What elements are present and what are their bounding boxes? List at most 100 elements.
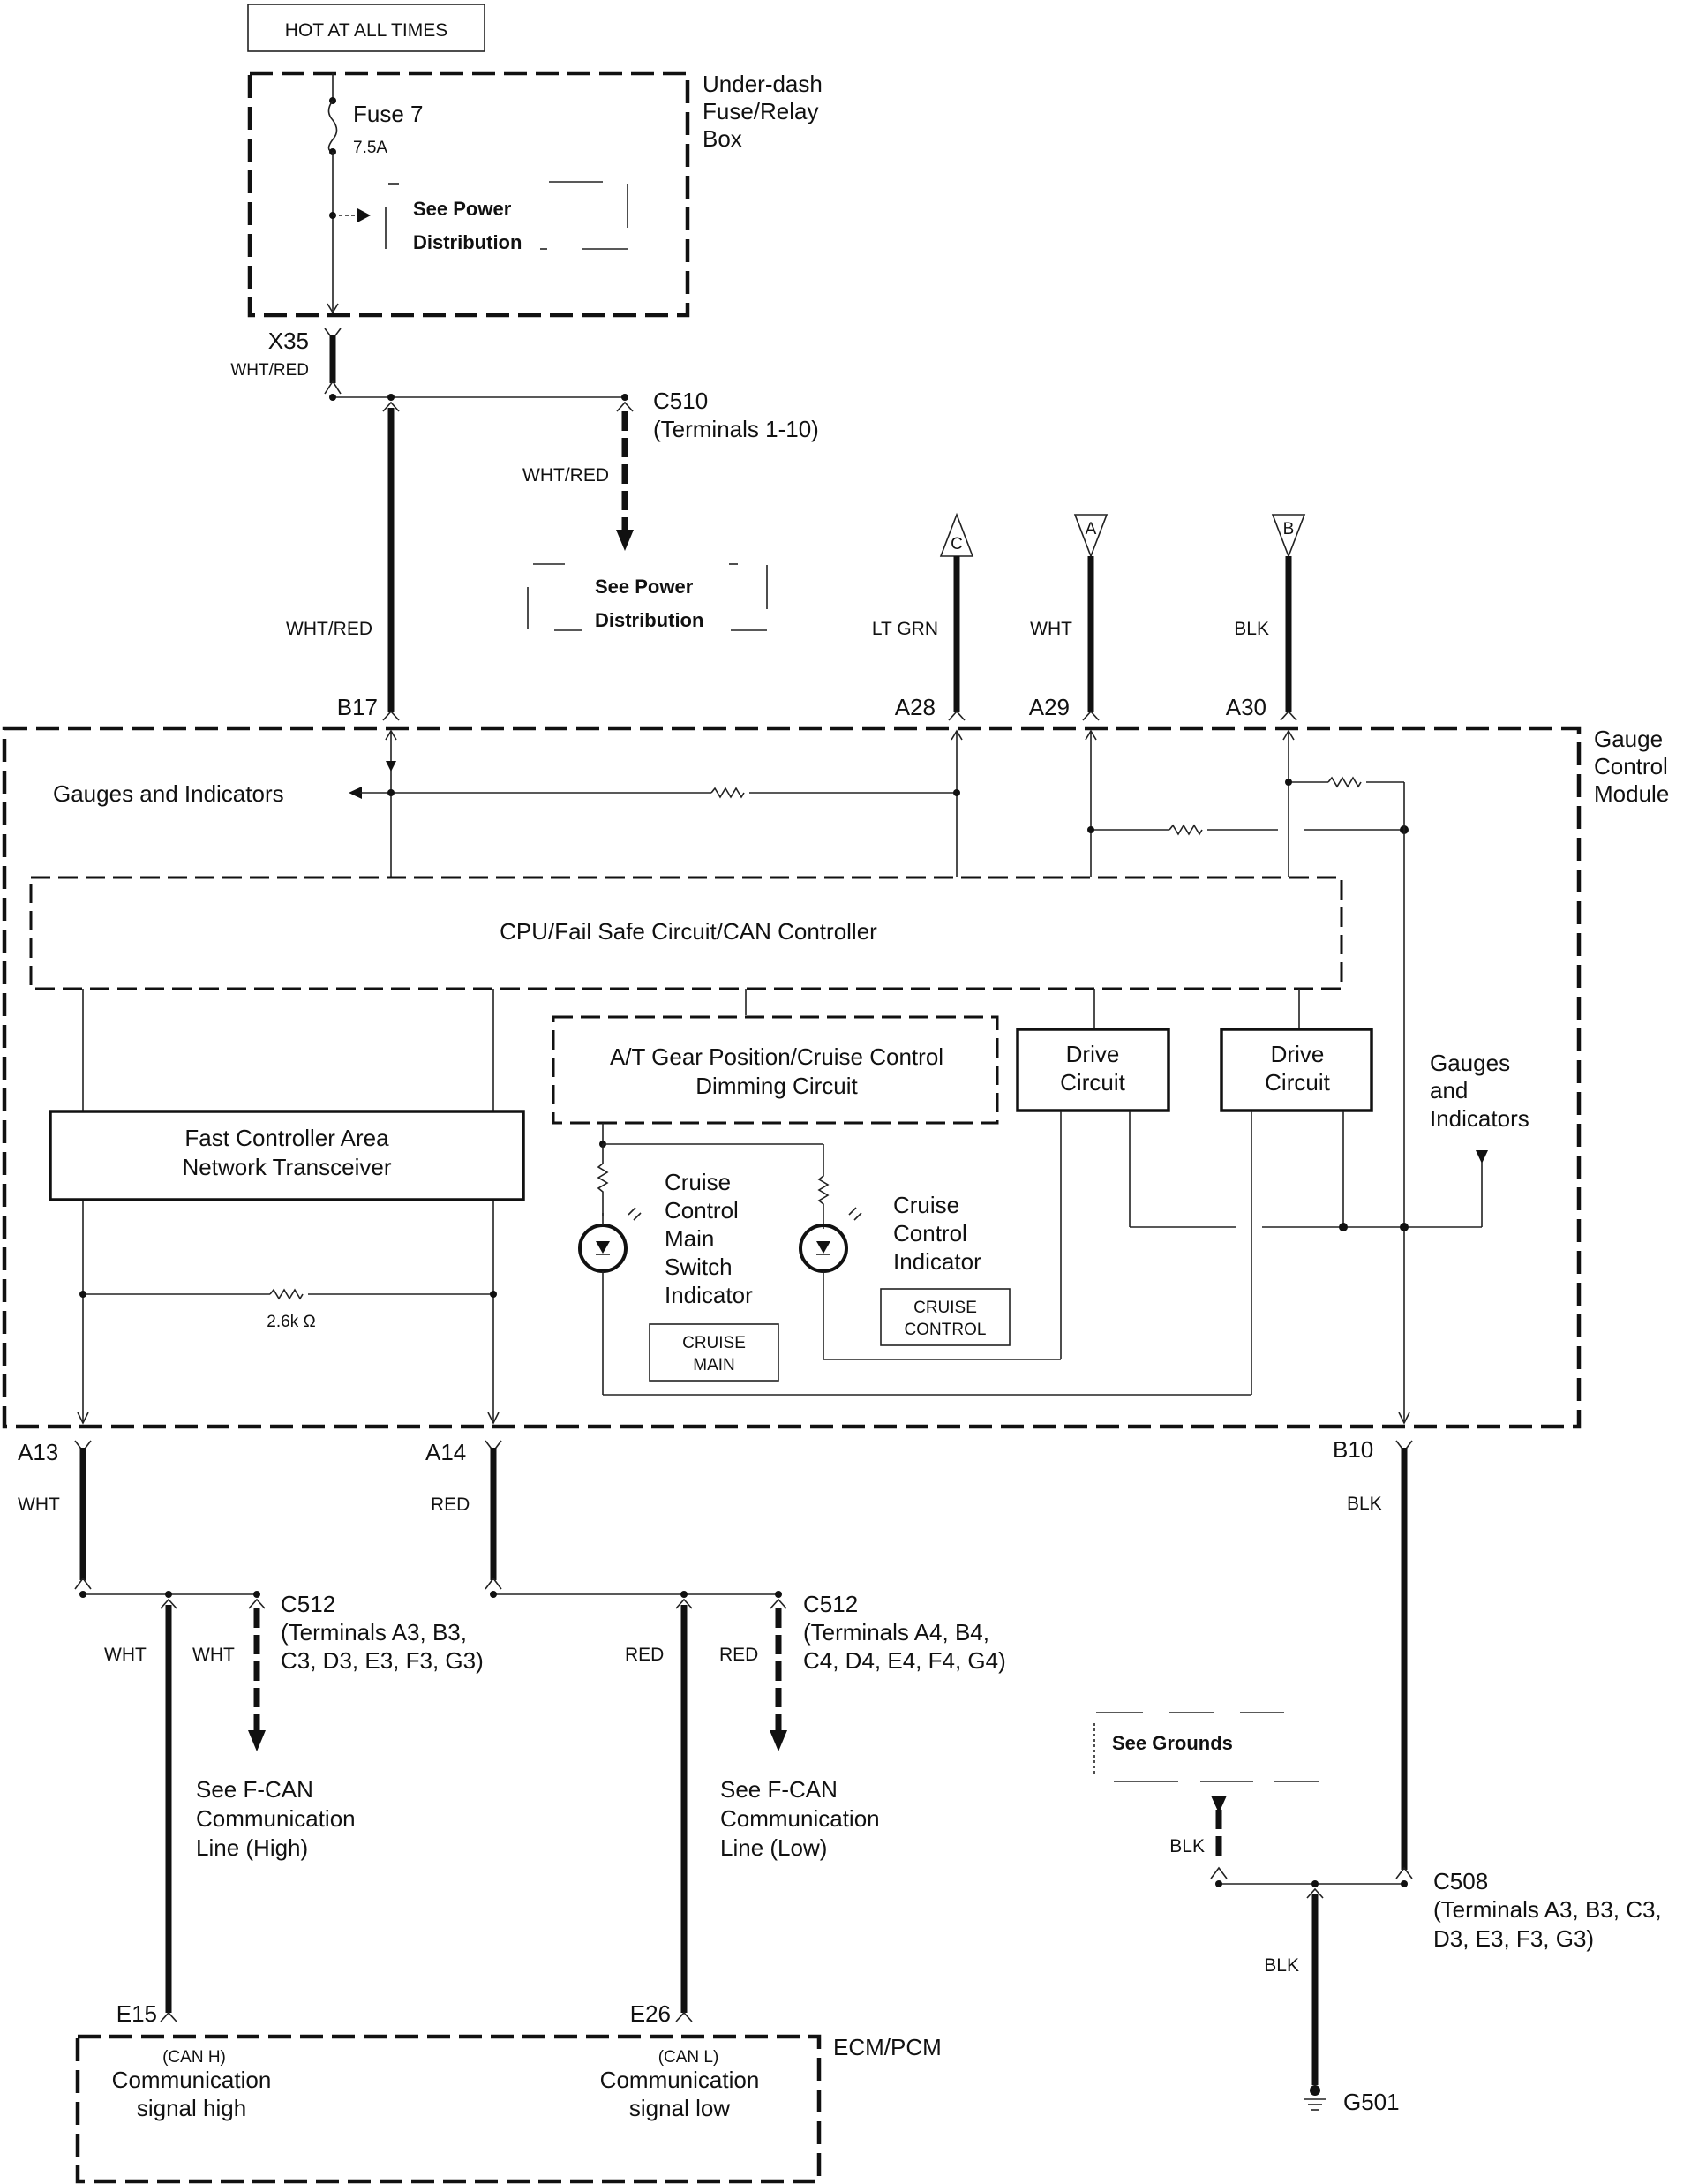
wire-path xyxy=(951,729,963,741)
junction-dot xyxy=(953,789,960,796)
label: Network Transceiver xyxy=(183,1154,392,1180)
box-outline xyxy=(649,1323,779,1382)
wire-path xyxy=(675,2011,693,2022)
wire-path xyxy=(1082,710,1100,721)
can-low-branch: RED RED C512 (Terminals A4, B4, C4, D4, … xyxy=(490,1591,1006,2027)
wire-path xyxy=(1398,1412,1410,1425)
junction-dot xyxy=(1087,826,1094,833)
wire-path xyxy=(1395,1866,1413,1879)
resistor-icon xyxy=(1169,824,1203,836)
hot-at-all-times-label: HOT AT ALL TIMES xyxy=(247,4,485,52)
wire-path xyxy=(628,1207,642,1221)
junction-dot xyxy=(1400,1223,1409,1231)
see-fcan-high-ref[interactable]: See F-CAN Communication Line (High) xyxy=(196,1776,356,1861)
label: Fast Controller Area xyxy=(184,1125,389,1151)
wire-a28: C LT GRN A28 xyxy=(872,512,974,721)
label: Indicator xyxy=(893,1248,981,1275)
label: Communication xyxy=(112,2067,272,2093)
label: signal low xyxy=(629,2095,730,2121)
label: Main xyxy=(665,1225,714,1252)
label: HOT AT ALL TIMES xyxy=(285,20,447,41)
label: WHT xyxy=(1030,619,1072,639)
see-fcan-low-ref[interactable]: See F-CAN Communication Line (Low) xyxy=(720,1776,880,1861)
label: See Power xyxy=(413,198,512,220)
label: Fuse 7 xyxy=(353,101,424,127)
junction-dot xyxy=(253,1591,260,1598)
wire-path xyxy=(1210,1866,1228,1879)
label: CRUISE xyxy=(913,1299,977,1317)
label: B xyxy=(1283,520,1295,538)
see-grounds-ref[interactable]: See Grounds xyxy=(1093,1712,1319,1782)
wire-a29: A WHT A29 xyxy=(1029,514,1109,721)
label: (Terminals A3, B3, C3, xyxy=(1433,1896,1662,1923)
wire-path xyxy=(327,303,339,314)
junction-dot xyxy=(1215,1880,1222,1887)
box-outline xyxy=(880,1288,1011,1346)
box-outline xyxy=(552,1015,999,1125)
label: (Terminals A3, B3, xyxy=(281,1619,467,1646)
wire-path xyxy=(770,1730,787,1751)
label: Control xyxy=(1594,753,1668,779)
label: Control xyxy=(893,1220,967,1246)
label: Box xyxy=(703,125,742,152)
wire-path xyxy=(1085,729,1097,741)
wire-a30: B BLK A30 xyxy=(1226,514,1306,721)
label: (Terminals 1-10) xyxy=(653,416,819,442)
wire-path xyxy=(616,530,634,551)
label: Fuse/Relay xyxy=(703,98,819,124)
box-outline xyxy=(75,2034,822,2184)
label: C3, D3, E3, F3, G3) xyxy=(281,1647,484,1674)
label: Switch xyxy=(665,1254,733,1280)
label: Control xyxy=(665,1197,739,1224)
wire-a14: A14 RED xyxy=(425,1439,502,1590)
label: Module xyxy=(1594,780,1669,807)
resistor-icon xyxy=(269,1288,304,1300)
label: E26 xyxy=(630,2000,671,2027)
fuse-icon xyxy=(327,100,338,153)
label: ECM/PCM xyxy=(833,2034,942,2060)
wire-path xyxy=(675,1598,693,1609)
wire-path xyxy=(948,710,966,721)
label: Line (High) xyxy=(196,1834,308,1861)
junction-dot xyxy=(680,1591,688,1598)
junction-dot xyxy=(79,1291,86,1298)
wire-path xyxy=(382,401,400,412)
box-outline xyxy=(2,726,1582,1429)
box-outline xyxy=(1016,1028,1170,1112)
wire-path xyxy=(1282,729,1295,741)
label: (CAN H) xyxy=(162,2048,226,2067)
resistor-icon xyxy=(597,1144,609,1216)
label: B17 xyxy=(337,694,378,720)
label: Dimming Circuit xyxy=(695,1073,858,1099)
label: X35 xyxy=(268,328,309,354)
wire-b10: B10 BLK xyxy=(1333,1436,1413,1879)
label: BLK xyxy=(1169,1836,1205,1856)
can-high-branch: WHT WHT C512 (Terminals A3, B3, C3, D3, … xyxy=(79,1591,484,2027)
label: signal high xyxy=(137,2095,246,2121)
wire-path xyxy=(487,1412,500,1425)
fuse-relay-box: Under-dash Fuse/Relay Box Fuse 7 7.5A Se… xyxy=(247,71,823,318)
label: WHT/RED xyxy=(286,619,372,639)
junction-dot xyxy=(1311,1880,1319,1887)
label: CRUISE xyxy=(682,1334,746,1352)
label: A30 xyxy=(1226,694,1266,720)
wire-path xyxy=(1306,1887,1324,1899)
label: BLK xyxy=(1264,1955,1299,1976)
wire-path xyxy=(349,787,362,799)
label: WHT/RED xyxy=(230,361,309,380)
box-outline xyxy=(1220,1028,1373,1112)
see-power-distribution-ref-2[interactable]: See Power Distribution xyxy=(527,563,768,631)
label: Communication xyxy=(720,1805,880,1832)
label: WHT xyxy=(192,1645,235,1665)
label: Circuit xyxy=(1265,1069,1330,1096)
label: CONTROL xyxy=(905,1321,987,1339)
drive-circuit-2: Drive Circuit xyxy=(1220,1028,1373,1112)
ground-circuit: See Grounds BLK BLK G501 C508 (Terminals… xyxy=(1093,1712,1662,2115)
flag-a-icon xyxy=(1073,514,1109,559)
label: Cruise xyxy=(665,1169,731,1195)
label: C512 xyxy=(281,1591,335,1617)
label: Drive xyxy=(1066,1041,1120,1067)
see-power-distribution-ref-1[interactable]: See Power Distribution xyxy=(385,181,628,253)
label: 2.6k Ω xyxy=(267,1313,315,1331)
